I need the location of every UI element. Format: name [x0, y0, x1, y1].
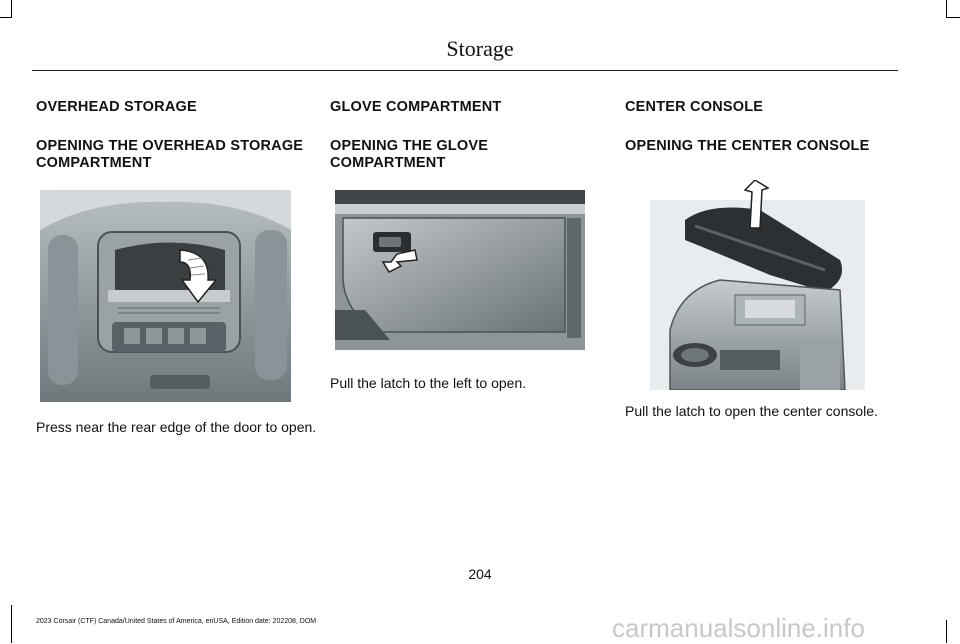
crop-mark-bottom-right-vertical	[946, 620, 947, 643]
caption-glove-compartment: Pull the latch to the left to open.	[330, 375, 527, 391]
header-rule	[32, 70, 898, 71]
subsection-heading-overhead-storage: OPENING THE OVERHEAD STORAGE COMPARTMENT	[36, 138, 304, 171]
crop-mark-bottom-left-vertical	[11, 605, 12, 643]
section-heading-center-console: CENTER CONSOLE	[625, 99, 764, 115]
page-header-title: Storage	[446, 36, 514, 61]
section-heading-glove-compartment: GLOVE COMPARTMENT	[330, 99, 502, 115]
footer-edition-text: 2023 Corsair (CTF) Canada/United States …	[36, 618, 317, 625]
caption-overhead-storage: Press near the rear edge of the door to …	[36, 419, 317, 435]
crop-mark-top-right-horizontal	[947, 17, 960, 18]
subsection-heading-center-console: OPENING THE CENTER CONSOLE	[625, 138, 870, 154]
glove-compartment-illustration	[335, 190, 585, 350]
crop-mark-top-left-vertical	[11, 0, 12, 18]
subsection-heading-glove-compartment: OPENING THE GLOVE COMPARTMENT	[330, 138, 489, 171]
crop-mark-top-left-horizontal	[0, 17, 11, 18]
center-console-illustration	[650, 180, 865, 390]
watermark: carmanualsonline.info	[612, 613, 865, 643]
section-heading-overhead-storage: OVERHEAD STORAGE	[36, 99, 197, 115]
caption-center-console: Pull the latch to open the center consol…	[625, 403, 878, 419]
page-number: 204	[468, 566, 492, 582]
crop-mark-top-right-vertical	[946, 0, 947, 18]
overhead-storage-illustration	[40, 190, 291, 402]
